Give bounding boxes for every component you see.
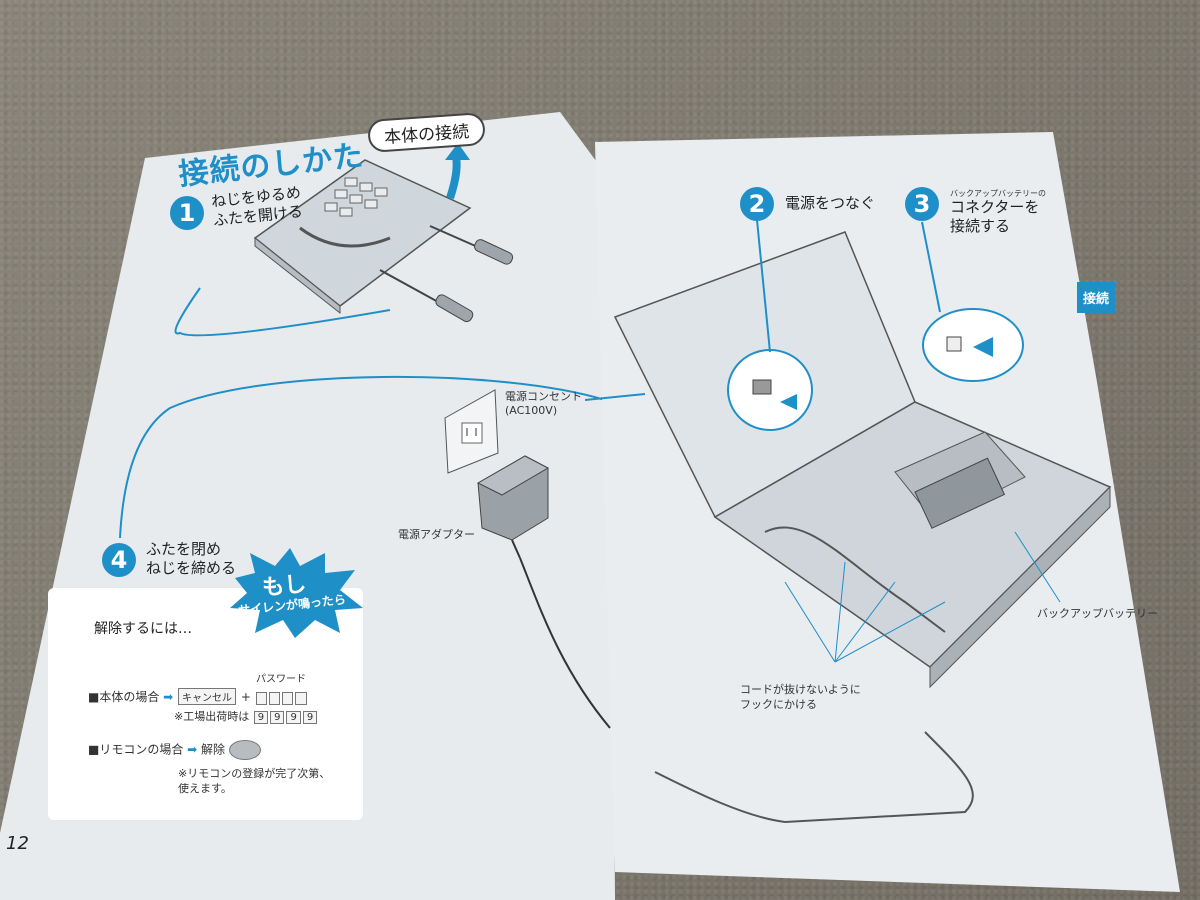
outlet-label-line2: (AC100V) [505, 404, 558, 417]
arrow-right-icon: ➡ [187, 742, 202, 757]
factory-digit: 9 [253, 711, 269, 724]
password-box [268, 692, 281, 705]
step-1-badge: 1 [170, 196, 204, 230]
password-box [255, 692, 267, 705]
remote-note-line1: ※リモコンの登録が完了次第、 [178, 767, 331, 780]
step-3-small: バックアップバッテリーの [950, 189, 1046, 198]
remote-button-icon [228, 740, 261, 760]
cancel-key: キャンセル [178, 688, 237, 705]
battery-label: バックアップバッテリー [1037, 607, 1158, 620]
factory-note: ※工場出荷時は [174, 710, 250, 723]
hook-label-line1: コードが抜けないように [740, 683, 861, 696]
step-4-badge: 4 [102, 543, 136, 577]
step-3-badge: 3 [905, 187, 939, 221]
outlet-illustration [444, 389, 499, 474]
right-page-shape [585, 132, 1180, 892]
step-4-line1: ふたを閉め [146, 540, 222, 558]
step-4-line2: ねじを締める [146, 559, 237, 577]
release-info-box: 解除するには… ■本体の場合 ➡ キャンセル + パスワード ※工場出荷時は 9… [48, 588, 363, 820]
factory-digit: 9 [270, 711, 285, 724]
hook-label-line2: フックにかける [740, 698, 817, 711]
adapter-illustration [476, 455, 611, 729]
device-open-illustration [253, 143, 514, 323]
release-heading: 解除するには… [94, 621, 192, 637]
outlet-label: 電源コンセント (AC100V) [505, 388, 582, 417]
body-case-row: ■本体の場合 ➡ キャンセル + [88, 688, 308, 705]
page-number: 12 [6, 833, 29, 854]
remote-note-line2: 使えます。 [178, 782, 232, 795]
adapter-label: 電源アダプター [398, 528, 475, 541]
arrow-right-icon: ➡ [163, 690, 178, 704]
step-2-badge: 2 [740, 187, 774, 221]
step-2-label: 電源をつなぐ [785, 194, 876, 212]
factory-digit: 9 [286, 711, 301, 724]
right-page: 接続 2 電源をつなぐ 3 バックアップバッテリーの コネクターを 接続する バ… [585, 132, 1200, 900]
plus-sign: + [240, 690, 251, 704]
device-interior-illustration [613, 219, 1112, 823]
password-box [295, 692, 307, 705]
side-tab-connection: 接続 [1077, 282, 1116, 313]
remote-case-row: ■リモコンの場合 ➡ 解除 [88, 740, 261, 760]
step-3-line2: 接続する [950, 217, 1011, 235]
siren-starburst [230, 548, 363, 638]
hook-label: コードが抜けないように フックにかける [740, 682, 861, 712]
release-button-label: 解除 [201, 742, 226, 757]
step-4-text: ふたを閉め ねじを締める [146, 540, 236, 578]
remote-note: ※リモコンの登録が完了次第、 使えます。 [178, 766, 330, 796]
step-3-text: コネクターを 接続する [950, 198, 1039, 236]
remote-case-label: ■リモコンの場合 [88, 742, 184, 757]
password-box [282, 692, 294, 705]
outlet-label-line1: 電源コンセント [505, 390, 582, 403]
factory-digit: 9 [302, 711, 318, 724]
body-case-label: ■本体の場合 [88, 690, 160, 704]
password-label: パスワード [256, 674, 306, 685]
left-page: 接続のしかた 本体の接続 1 ねじをゆるめ ふたを開ける 電源コンセント (AC… [0, 88, 615, 900]
step-3-line1: コネクターを [950, 198, 1040, 216]
